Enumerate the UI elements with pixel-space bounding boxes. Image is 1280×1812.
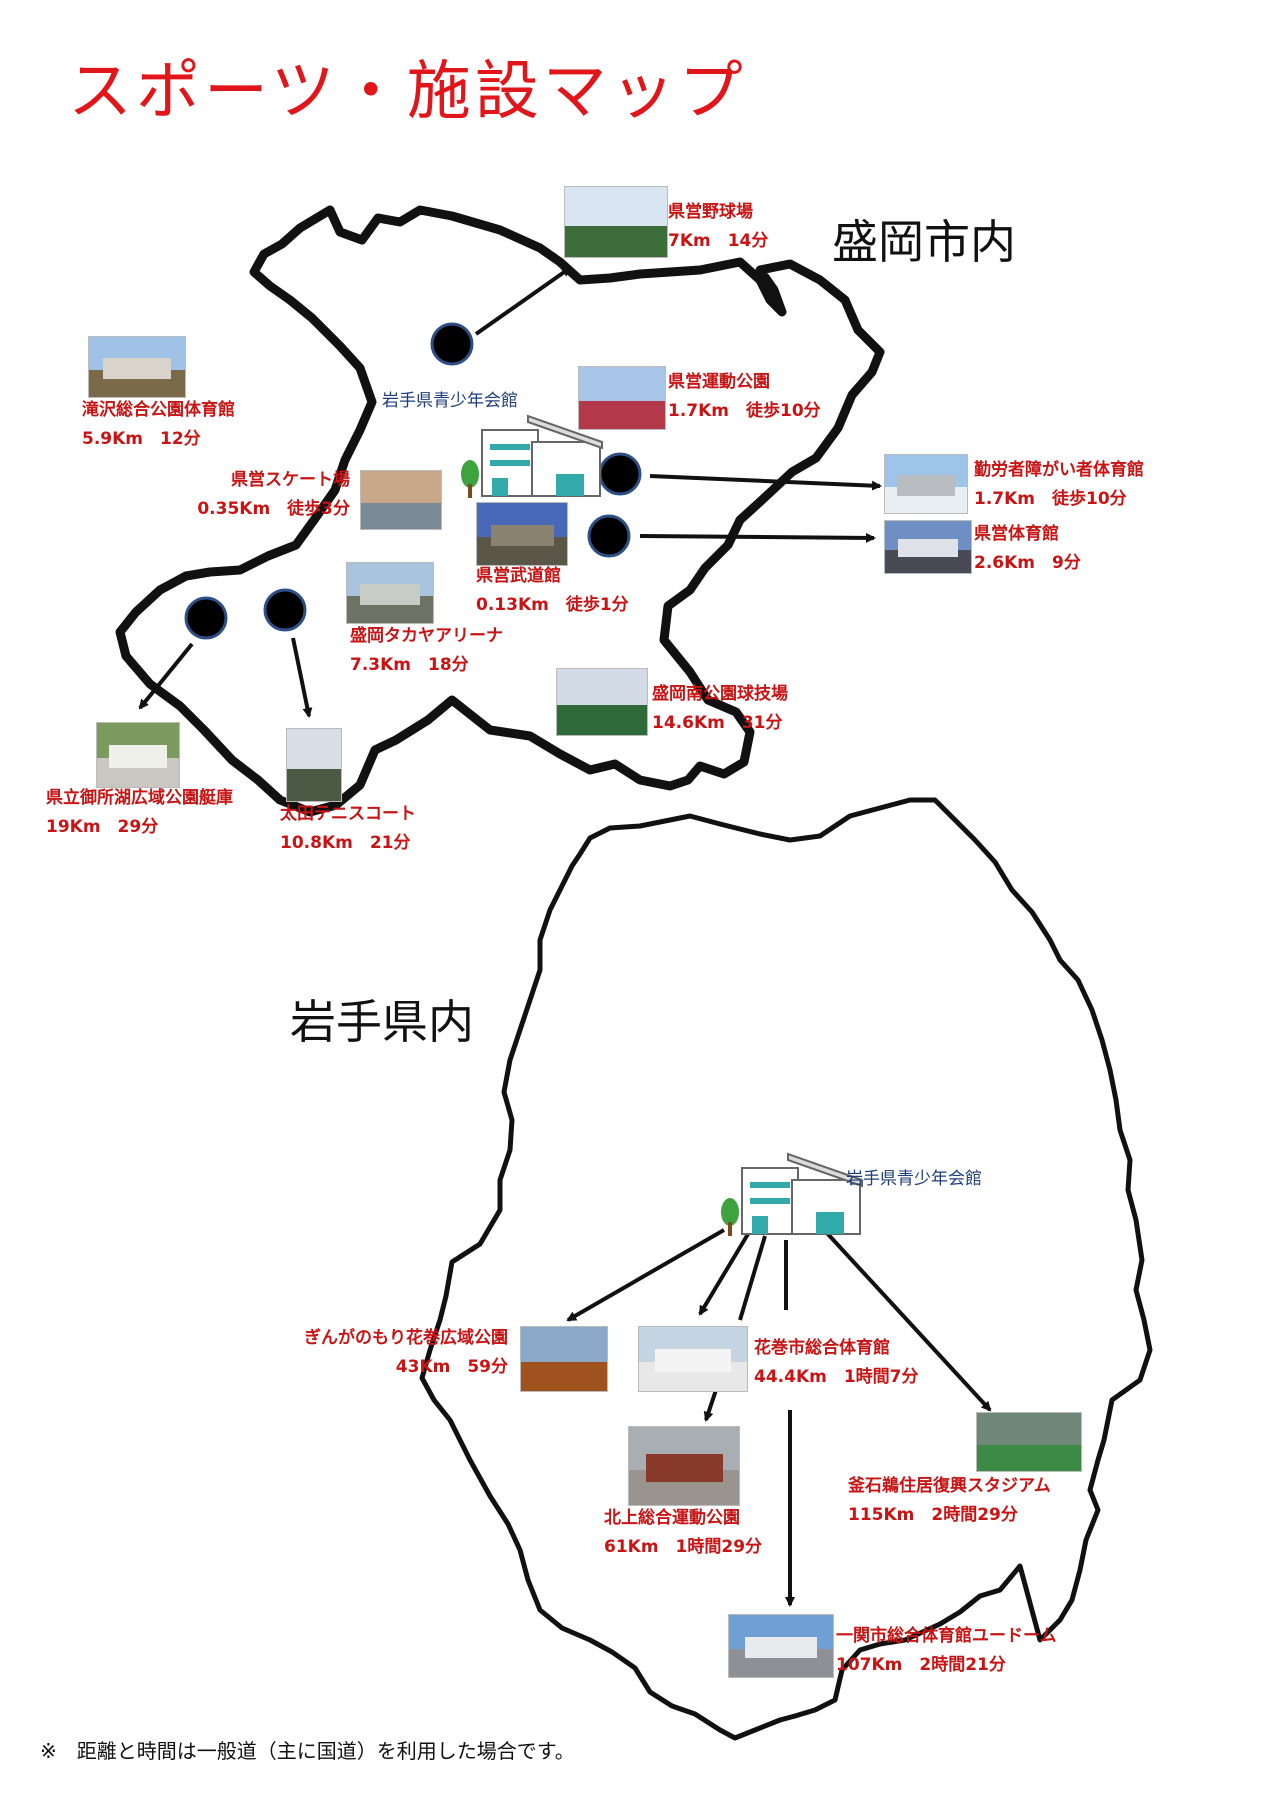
photo-yakyujo [564,186,668,258]
dot-goshoko [184,596,228,640]
photo-undokoen [578,366,666,430]
arrow-hanamaki-gym [698,1232,750,1316]
arrow-hanamaki-park [566,1228,725,1322]
photo-kitakami [628,1426,740,1506]
photo-ota [286,728,342,802]
photo-morioka-minami [556,668,648,736]
arrow-kitakami-2 [703,1389,718,1422]
dot-kinro [598,452,642,496]
photo-taiikukan [884,520,972,574]
photo-takizawa [88,336,186,398]
arrow-ota [291,637,313,718]
photo-kamaishi [976,1412,1082,1472]
photo-kinro [884,454,968,514]
arrow-goshoko [138,642,194,710]
region-label-iwate: 岩手県内 [290,995,474,1049]
arrow-kinro [649,474,882,491]
page-title: スポーツ・施設マップ [68,55,747,129]
youth-hall-building-icon [461,414,603,498]
photo-skate [360,470,442,530]
youth-hall-label: 岩手県青少年会館 [382,391,518,411]
photo-budokan [476,502,568,566]
photo-hanamaki-gym [638,1326,748,1392]
dot-yakyujo [430,322,474,366]
photo-hanamaki-park [520,1326,608,1392]
footnote: ※ 距離と時間は一般道（主に国道）を利用した場合です。 [40,1739,575,1763]
photo-ichinoseki [728,1614,834,1678]
dot-ota [263,588,307,632]
arrow-taiikukan [639,532,876,543]
region-label-morioka: 盛岡市内 [832,215,1016,269]
arrow-kamaishi [824,1230,992,1412]
photo-takaya [346,562,434,624]
iwate-outline [419,797,1153,1741]
arrow-kitakami [738,1235,767,1321]
youth-hall-label-iwate: 岩手県青少年会館 [846,1169,982,1189]
morioka-outline [115,205,885,817]
photo-goshoko [96,722,180,788]
youth-hall-building-icon-iwate [721,1152,863,1236]
dot-taiikukan [587,514,631,558]
arrow-yakyujo [474,266,572,336]
